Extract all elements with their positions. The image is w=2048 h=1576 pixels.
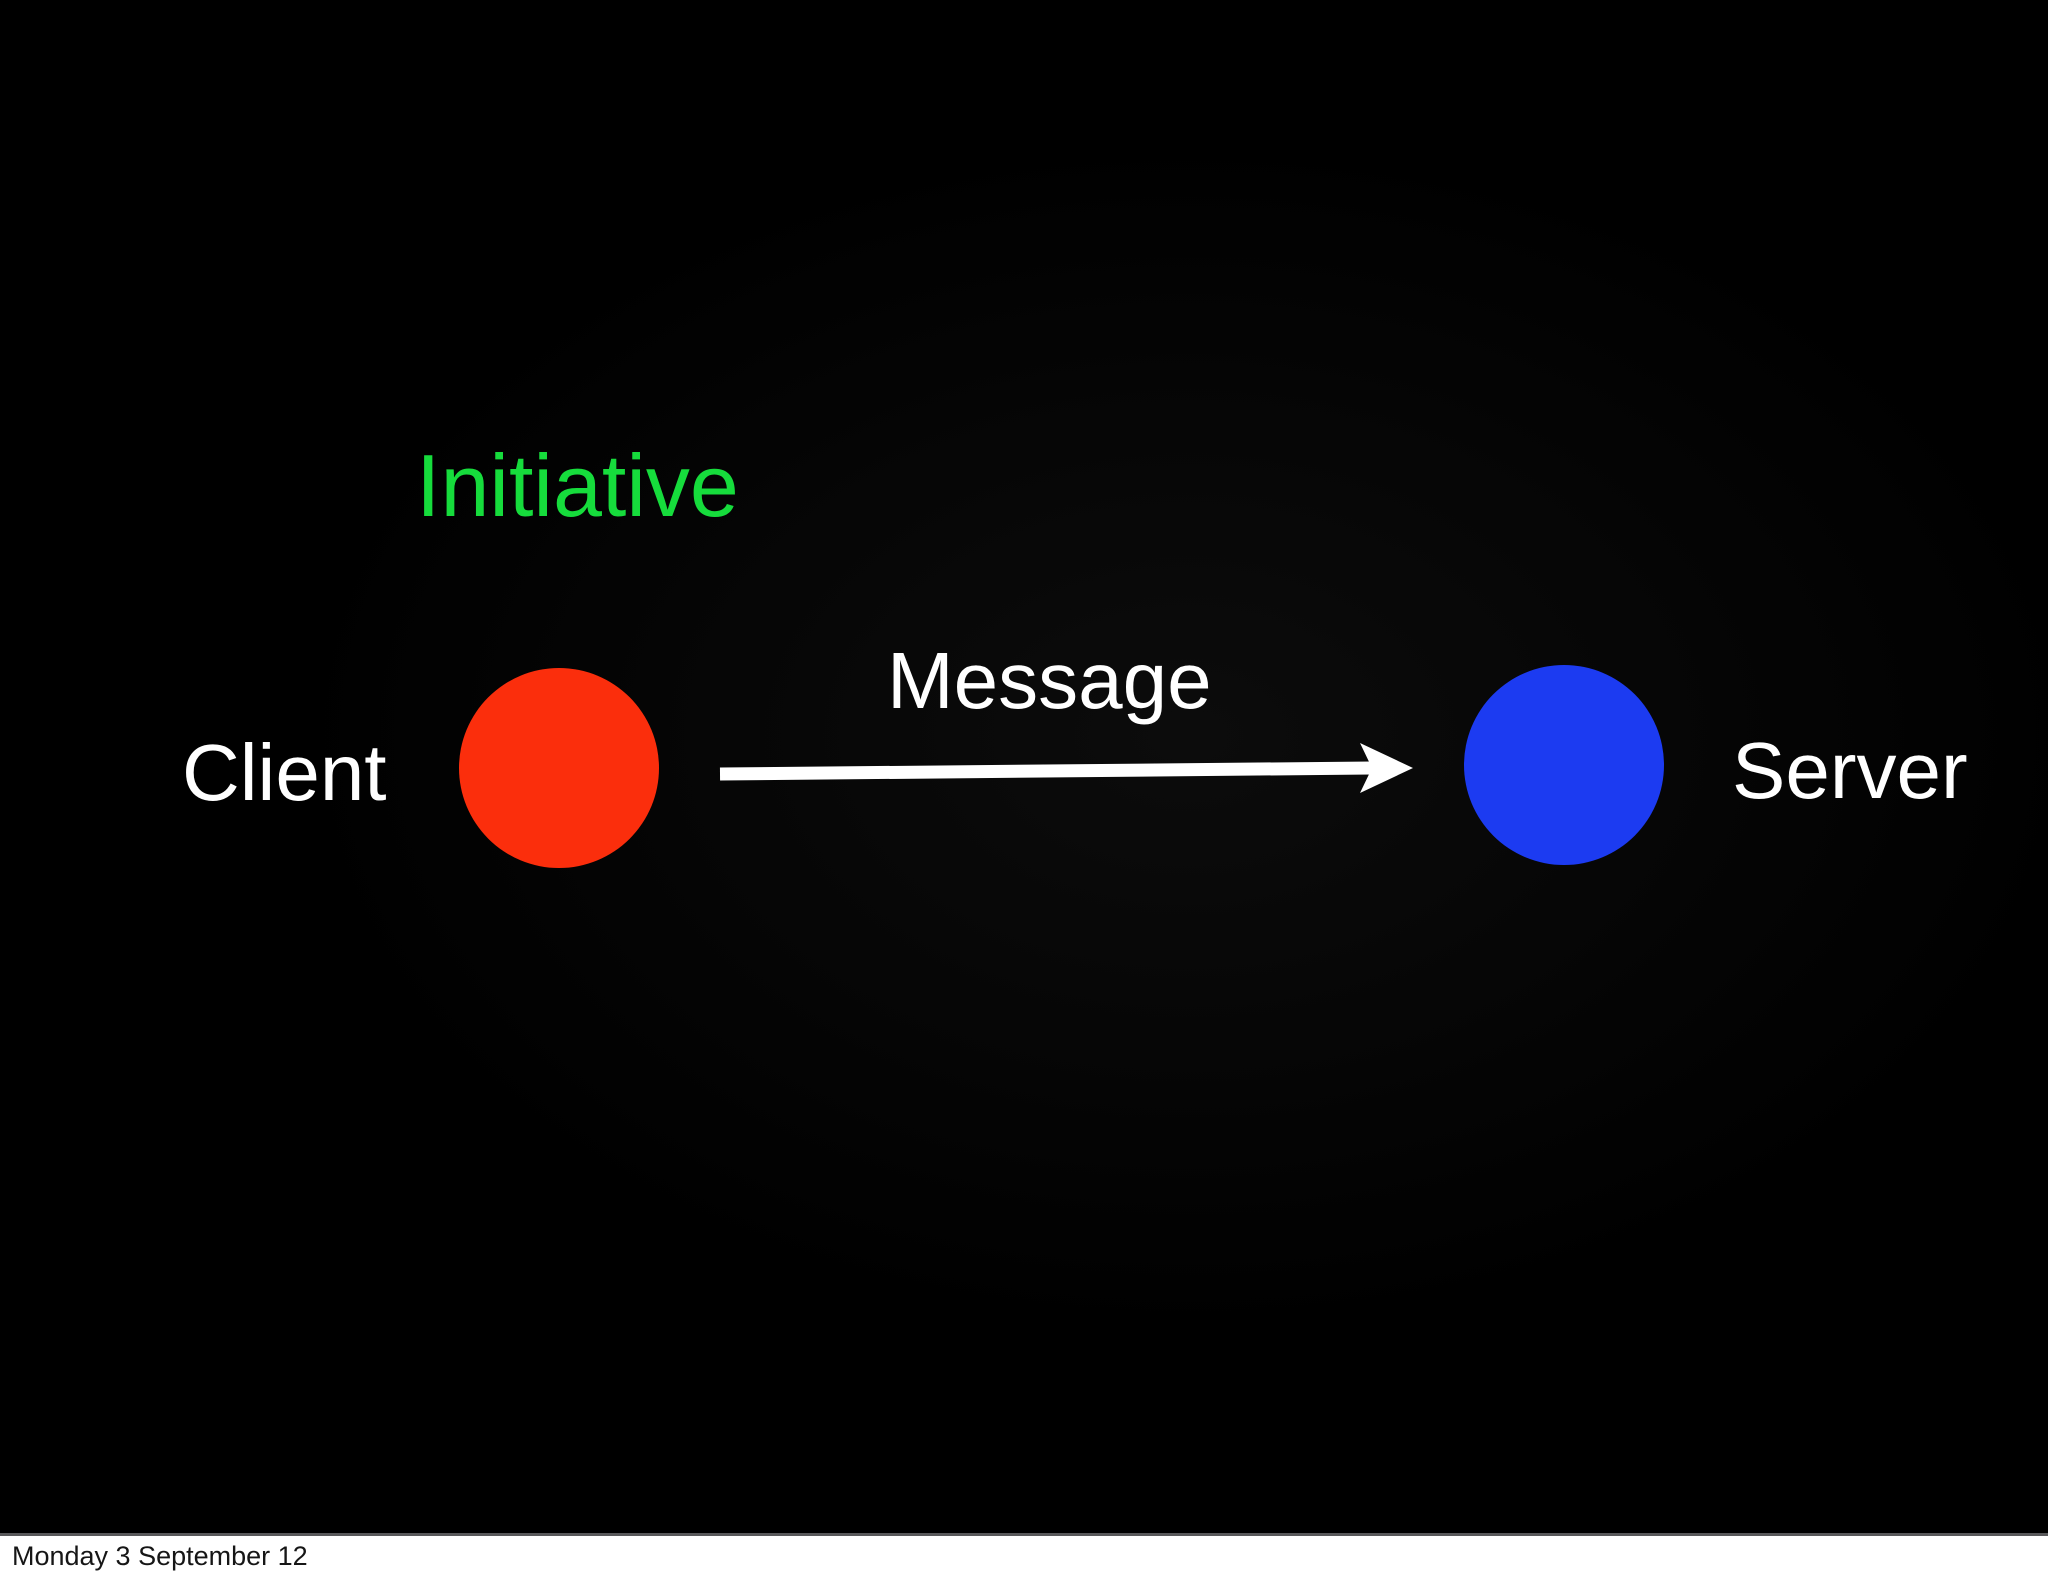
message-arrowhead-icon [1360, 743, 1413, 793]
initiative-label: Initiative [416, 436, 739, 535]
message-label: Message [887, 636, 1212, 725]
message-arrow-line [719, 761, 1373, 781]
slide-footer-bar: Monday 3 September 12 [0, 1533, 2048, 1576]
client-label: Client [182, 728, 387, 817]
server-label: Server [1732, 726, 1968, 815]
client-node-circle [459, 668, 659, 868]
slide-canvas: Initiative Client Message Server [0, 0, 2048, 1533]
footer-date-text: Monday 3 September 12 [12, 1540, 308, 1571]
server-node-circle [1464, 665, 1664, 865]
